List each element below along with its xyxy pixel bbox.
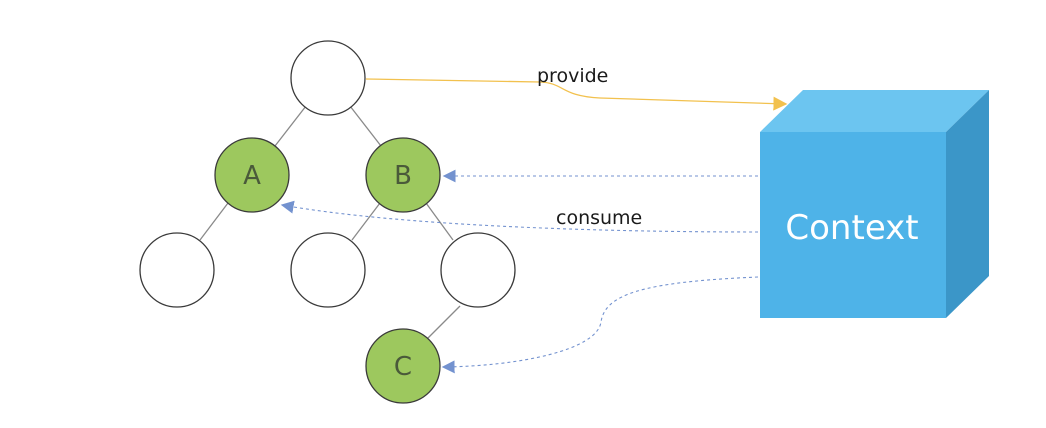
node-b [365, 137, 441, 213]
edge-root-b [349, 105, 382, 147]
consume-arrows [280, 169, 759, 374]
leaf-node-2 [290, 232, 366, 308]
edge-b-leaf3 [425, 202, 454, 241]
context-cube: Context [760, 90, 989, 318]
node-a-label: A [243, 161, 261, 191]
node-c [365, 328, 441, 404]
node-a [214, 137, 290, 213]
cube-top-face [760, 90, 989, 132]
edge-b-leaf2 [351, 202, 381, 241]
edge-a-leaf1 [199, 202, 229, 241]
context-label: Context [785, 208, 918, 248]
consume-arrow-a [280, 200, 759, 233]
root-node [290, 40, 366, 116]
node-c-label: C [394, 352, 412, 382]
tree-edges [199, 105, 461, 341]
provide-label: provide [537, 65, 608, 87]
node-b-label: B [394, 161, 412, 191]
cube-side-face [946, 90, 989, 318]
consume-label: consume [556, 207, 642, 229]
edge-root-a [274, 105, 307, 147]
edge-leaf3-c [425, 305, 461, 341]
cube-front-face [760, 132, 946, 318]
provide-arrow [365, 78, 788, 111]
tree-nodes [139, 40, 516, 404]
leaf-node-1 [139, 232, 215, 308]
leaf-node-3 [440, 232, 516, 308]
